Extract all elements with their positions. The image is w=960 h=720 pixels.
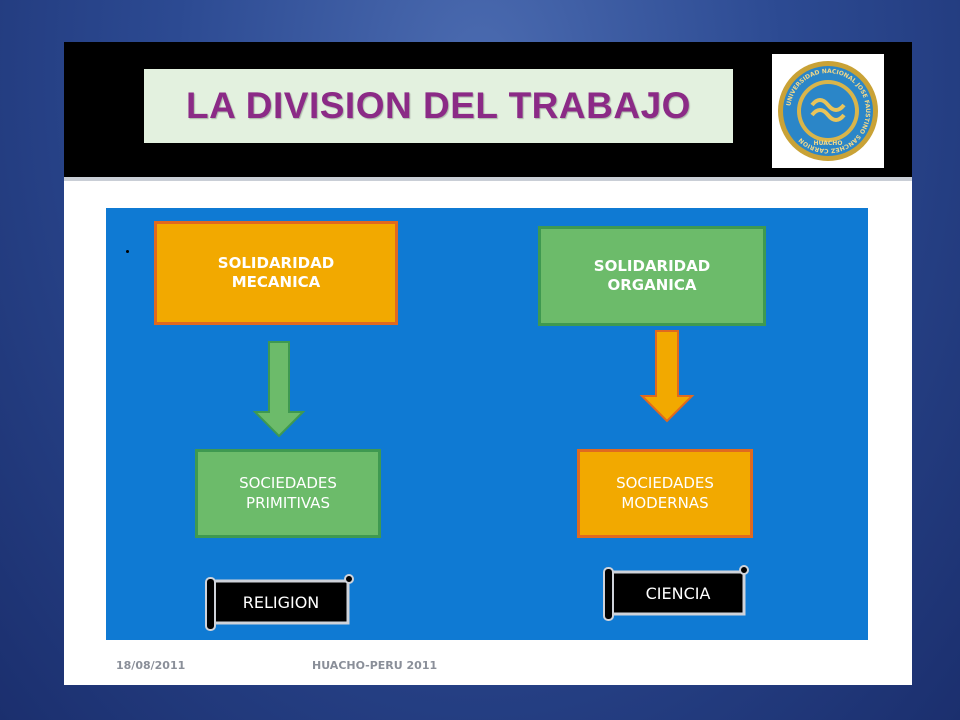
node-solidaridad-mecanica: SOLIDARIDAD MECANICA	[154, 221, 398, 325]
seal-emblem	[810, 98, 846, 122]
seal-city: HUACHO	[814, 140, 843, 147]
node-solidaridad-organica: SOLIDARIDAD ORGANICA	[538, 226, 766, 326]
node-sociedades-modernas: SOCIEDADES MODERNAS	[577, 449, 753, 538]
scroll-banner-icon	[606, 570, 746, 616]
seal-inner-blue	[801, 84, 855, 138]
footer-place: HUACHO-PERU 2011	[312, 659, 438, 672]
scroll-left-roll	[205, 577, 216, 631]
scroll-banner-icon	[208, 579, 350, 625]
diagram-panel: SOLIDARIDAD MECANICA SOLIDARIDAD ORGANIC…	[106, 208, 868, 640]
footer-date: 18/08/2011	[116, 659, 186, 672]
scroll-right-curl	[739, 565, 749, 575]
header-divider	[64, 177, 912, 181]
header-band: LA DIVISION DEL TRABAJO UNIVERSIDAD NACI…	[64, 42, 912, 177]
down-arrow-icon	[252, 341, 306, 438]
down-arrow-icon	[639, 330, 695, 423]
scroll-right-curl	[344, 574, 354, 584]
university-seal-icon: UNIVERSIDAD NACIONAL JOSE FAUSTINO SANCH…	[772, 54, 884, 168]
scroll-ciencia	[603, 565, 749, 621]
node-sociedades-primitivas: SOCIEDADES PRIMITIVAS	[195, 449, 381, 538]
arrows-layer	[252, 330, 695, 438]
title-box: LA DIVISION DEL TRABAJO	[144, 69, 733, 143]
scroll-religion	[205, 574, 354, 631]
scroll-label-ciencia: CIENCIA	[645, 583, 711, 603]
scroll-left-roll	[603, 567, 614, 621]
bullet-dot	[126, 250, 129, 253]
seal-graphic: UNIVERSIDAD NACIONAL JOSE FAUSTINO SANCH…	[778, 61, 878, 161]
page-title: LA DIVISION DEL TRABAJO	[186, 85, 691, 126]
scroll-label-religion: RELIGION	[242, 592, 320, 612]
slide: LA DIVISION DEL TRABAJO UNIVERSIDAD NACI…	[64, 42, 912, 685]
